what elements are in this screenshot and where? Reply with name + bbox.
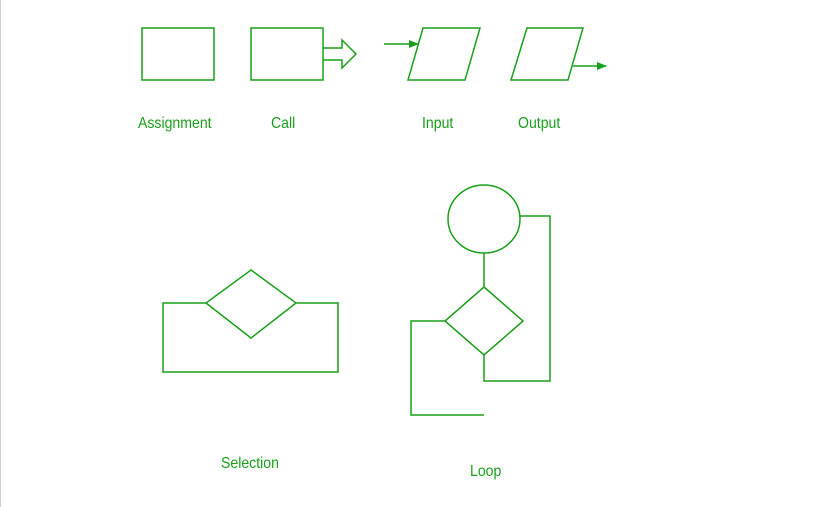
selection-branches bbox=[162, 302, 339, 373]
call-label: Call bbox=[271, 115, 296, 132]
call-rectangle bbox=[250, 27, 324, 81]
input-label: Input bbox=[422, 115, 454, 132]
loop-return-path bbox=[483, 215, 551, 382]
loop-diamond bbox=[443, 286, 525, 356]
selection-label: Selection bbox=[221, 455, 279, 472]
assignment-label: Assignment bbox=[138, 115, 212, 132]
output-parallelogram bbox=[509, 27, 584, 81]
assignment-rectangle bbox=[141, 27, 215, 81]
loop-label: Loop bbox=[470, 463, 502, 480]
call-hollow-arrow bbox=[323, 38, 358, 70]
selection-diamond bbox=[204, 269, 298, 339]
loop-circle bbox=[447, 184, 521, 254]
input-parallelogram bbox=[407, 27, 481, 81]
loop-exit-path bbox=[410, 320, 484, 416]
output-label: Output bbox=[518, 115, 561, 132]
